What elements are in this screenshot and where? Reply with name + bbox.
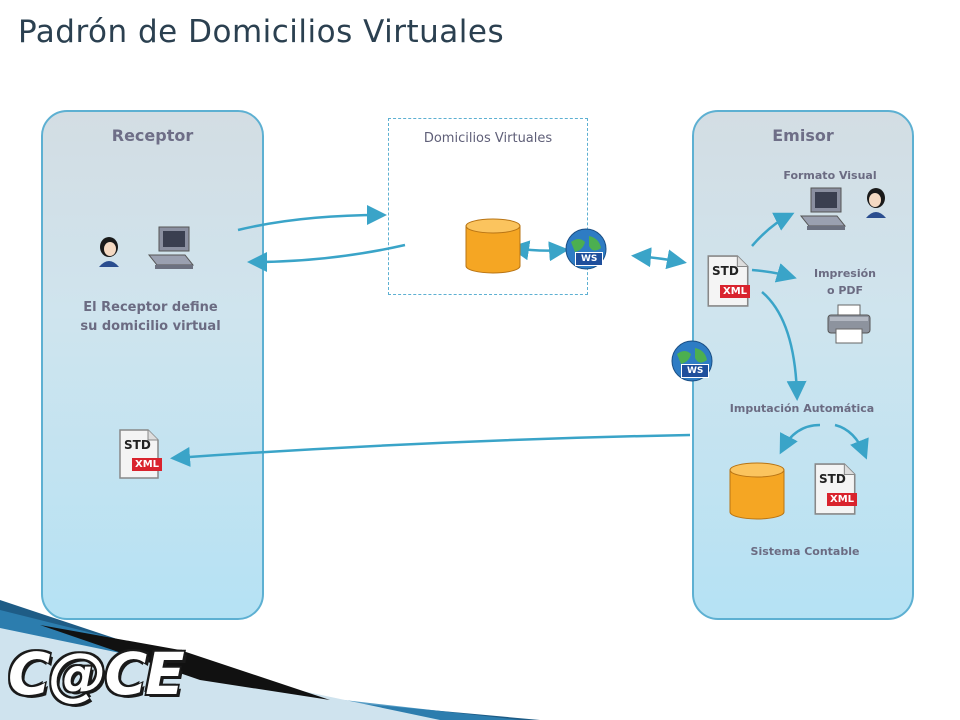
domicilios-virtuales-title: Domicilios Virtuales <box>423 131 553 146</box>
std-xml-doc-icon-receptor: STD XML <box>118 428 163 480</box>
imputacion-label: Imputación Automática <box>729 402 875 415</box>
doc-xml-label: XML <box>827 493 858 506</box>
arrow-receptor-to-domicilios <box>237 205 387 232</box>
arrow-emisor-to-receptor-xml <box>170 433 691 467</box>
doc-std-label: STD <box>819 472 846 486</box>
arrow-domicilios-to-receptor <box>247 243 406 272</box>
doc-std-label: STD <box>124 438 151 452</box>
formato-visual-label: Formato Visual <box>783 169 877 182</box>
database-icon-domicilios <box>465 218 521 274</box>
receptor-title: Receptor <box>111 126 194 145</box>
std-xml-doc-icon-contable: STD XML <box>813 462 858 516</box>
receptor-description-line2: su domicilio virtual <box>80 319 221 334</box>
arrow-ws-emisor <box>631 247 687 270</box>
doc-xml-label: XML <box>720 285 751 298</box>
printer-icon <box>827 304 871 344</box>
receptor-description: El Receptor define su domicilio virtual <box>41 298 260 336</box>
ws-globe-icon-domicilios: WS <box>563 228 609 274</box>
receptor-description-line1: El Receptor define <box>83 300 218 315</box>
database-icon-emisor <box>729 462 785 520</box>
arrow-imputacion-to-xml <box>834 423 869 460</box>
arrow-xml-to-visual <box>751 212 795 247</box>
sistema-contable-label: Sistema Contable <box>750 545 860 558</box>
ws-globe-icon-emisor: WS <box>669 340 715 386</box>
impresion-line2: o PDF <box>826 284 864 297</box>
emisor-title: Emisor <box>772 126 834 145</box>
page-title: Padrón de Domicilios Virtuales <box>18 14 505 50</box>
computer-icon-emisor <box>799 187 847 230</box>
domicilios-virtuales-box: Domicilios Virtuales <box>388 118 588 295</box>
arrow-xml-to-imputacion <box>761 291 807 401</box>
receptor-panel: Receptor <box>41 110 264 620</box>
ws-label: WS <box>575 252 604 266</box>
person-icon-emisor <box>866 188 886 218</box>
cace-logo: C@CE <box>8 640 185 708</box>
arrow-xml-to-pdf <box>751 263 797 283</box>
doc-xml-label: XML <box>132 458 163 471</box>
doc-std-label: STD <box>712 264 739 278</box>
computer-icon-receptor <box>147 226 195 269</box>
std-xml-doc-icon-emisor: STD XML <box>706 254 751 308</box>
impresion-line1: Impresión <box>813 267 877 280</box>
impresion-label: Impresión o PDF <box>800 265 890 299</box>
ws-label: WS <box>681 364 710 378</box>
person-icon-receptor <box>99 237 119 267</box>
arrow-imputacion-to-db <box>779 423 821 455</box>
